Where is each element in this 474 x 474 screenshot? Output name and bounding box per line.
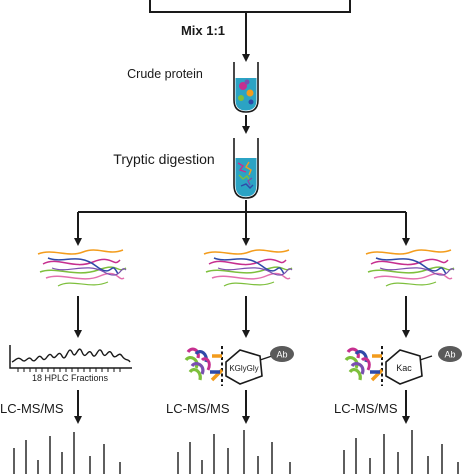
top-bracket <box>149 0 351 13</box>
ab-label-right: Ab <box>444 350 455 360</box>
ms-spectrum-left <box>13 432 121 474</box>
peptide-mixture-right <box>365 249 455 287</box>
crude-protein-label: Crude protein <box>127 67 203 81</box>
lcms-label-right: LC-MS/MS <box>334 401 398 416</box>
tryptic-digestion-tube <box>233 138 259 199</box>
chromatogram-trace <box>11 348 131 363</box>
tryptic-digestion-label: Tryptic digestion <box>113 151 214 167</box>
antibody-binding-pocket <box>225 349 263 385</box>
antibody-ab-center <box>270 346 294 362</box>
ms-spectrum-center <box>177 430 291 474</box>
kglygly-label: KGlyGly <box>229 364 258 373</box>
antibody-ab-right <box>438 346 462 362</box>
lcms-label-center: LC-MS/MS <box>166 401 230 416</box>
lcms-label-left: LC-MS/MS <box>0 401 64 416</box>
peptide-cluster-center <box>184 347 211 381</box>
mix-label: Mix 1:1 <box>181 23 225 38</box>
peptide-cluster-right <box>344 347 371 381</box>
hplc-chromatogram: 18 HPLC Fractions <box>9 345 132 383</box>
crude-protein-tube <box>233 62 259 113</box>
ms-spectrum-right <box>343 430 459 474</box>
peptide-mixture-left <box>37 249 127 287</box>
hplc-fractions-label: 18 HPLC Fractions <box>32 373 109 383</box>
ab-label-center: Ab <box>276 350 287 360</box>
antibody-binding-pocket-right <box>385 349 423 385</box>
kac-enrichment: Kac Ab <box>344 346 462 386</box>
orange-peptide-arm <box>210 354 224 382</box>
peptide-mixture-center <box>203 249 293 287</box>
kglygly-enrichment: KGlyGly Ab <box>184 346 294 386</box>
kac-label: Kac <box>396 363 412 373</box>
orange-peptide-arm-right <box>370 354 384 382</box>
